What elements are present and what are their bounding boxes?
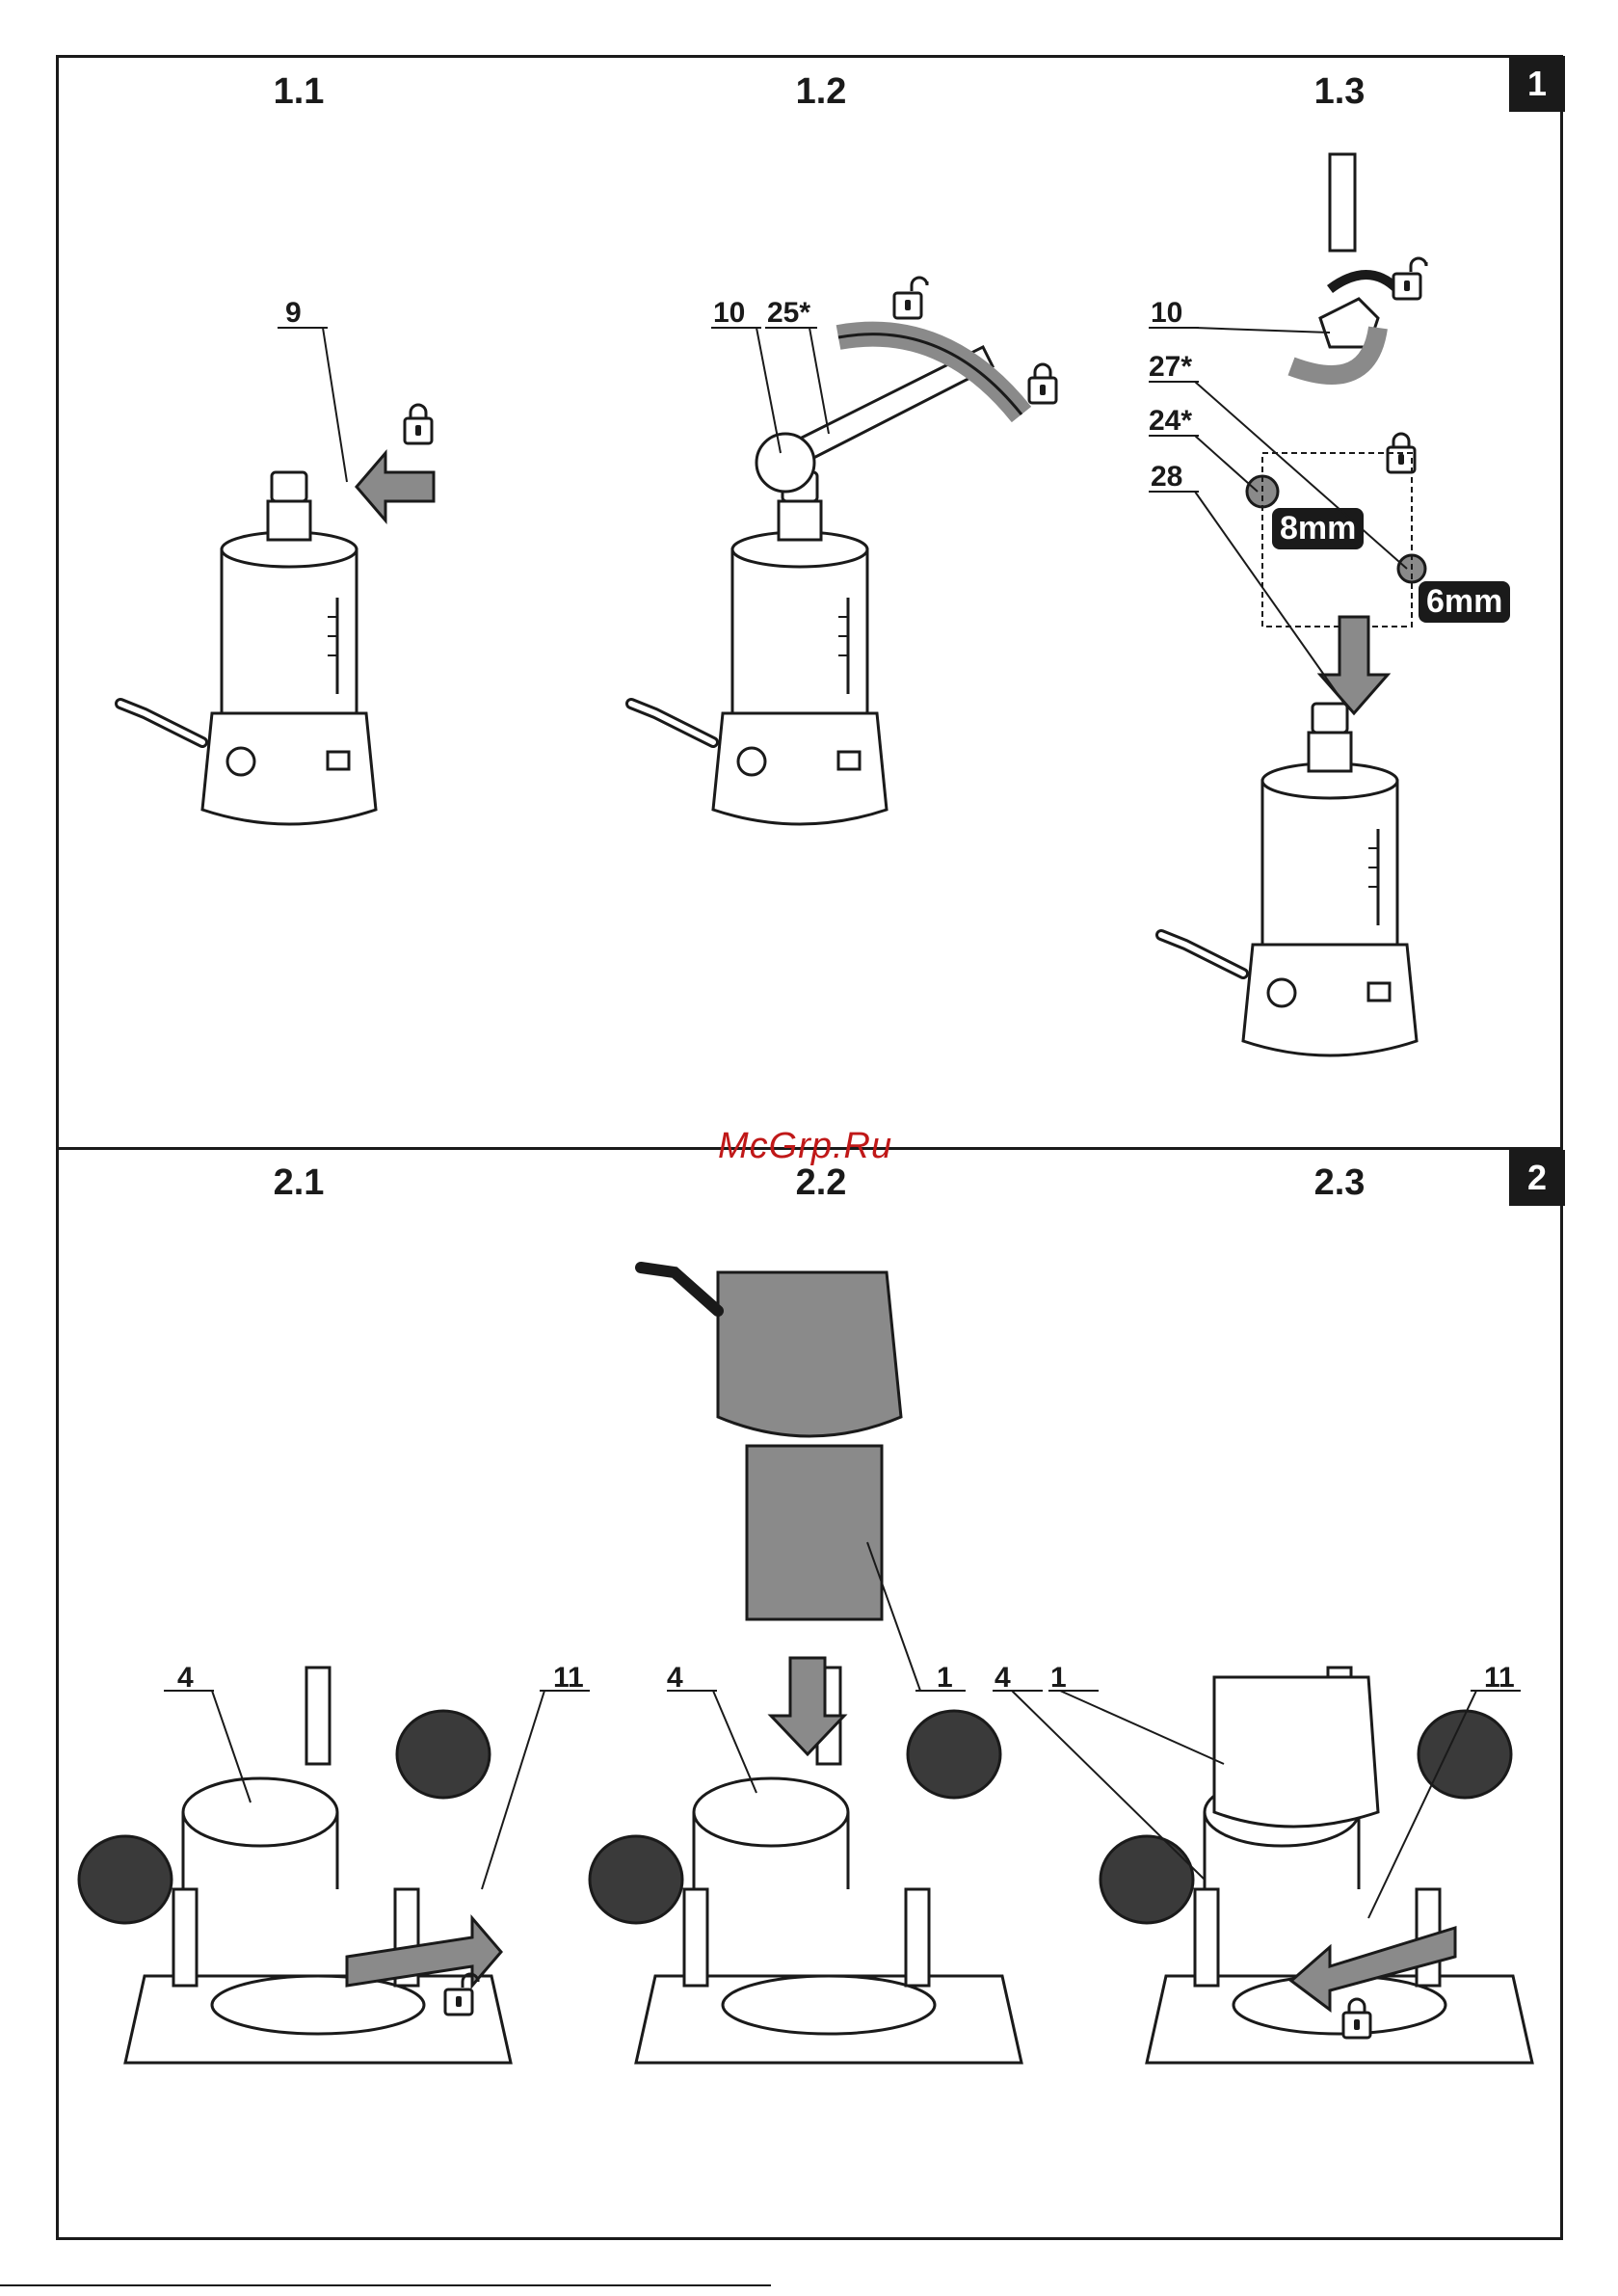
router-motor-1-1 bbox=[120, 472, 376, 824]
router-motor-1-2 bbox=[631, 472, 887, 824]
bottom-rule bbox=[0, 2284, 771, 2286]
router-motor-1-3 bbox=[1161, 704, 1417, 1055]
